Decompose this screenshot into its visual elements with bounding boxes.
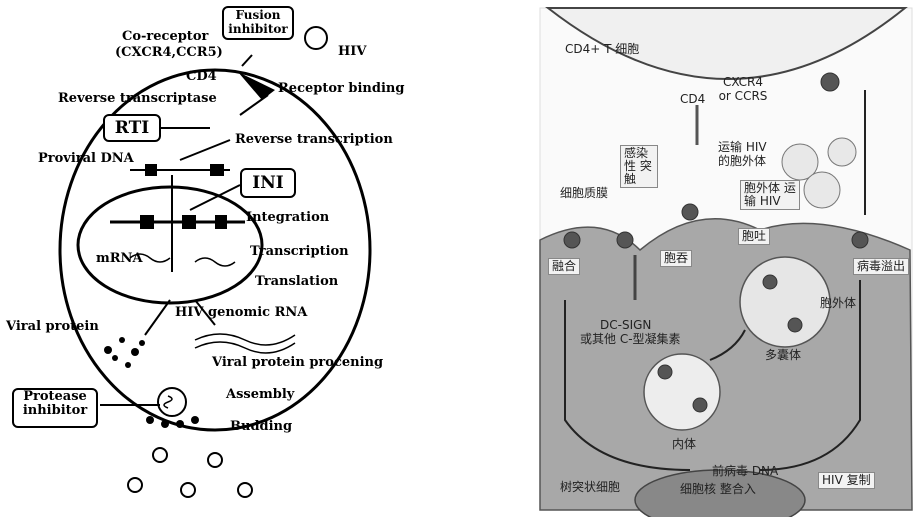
cell-membrane-label: 细胞质膜 — [560, 186, 609, 200]
transcription-label: Transcription — [250, 244, 349, 259]
ini-arrow — [189, 184, 241, 211]
rti-label: RTI — [114, 118, 150, 138]
transport-exosome-label: 运输 HIV 的胞外体 — [718, 140, 767, 168]
multivesicular-body-label: 多囊体 — [765, 348, 802, 362]
provirus-dna-label: 前病毒 DNA — [712, 464, 779, 478]
proviral-dna-label: Proviral DNA — [38, 151, 134, 166]
budding-label: Budding — [230, 419, 293, 434]
hiv-genomic-rna-label: HIV genomic RNA — [175, 305, 308, 320]
cd4-receptor — [238, 72, 275, 100]
mrna-label: mRNA — [96, 251, 143, 266]
co-receptor-types-label: (CXCR4,CCR5) — [115, 45, 223, 60]
ini-label: INI — [252, 173, 284, 193]
dendritic-cell-label: 树突状细胞 — [560, 480, 621, 494]
exosome-transport-label: 胞外体 运输 HIV — [740, 180, 800, 210]
translation-label: Translation — [255, 274, 339, 289]
integration-label: Integration — [246, 210, 330, 225]
exocytosis-label: 胞吐 — [738, 228, 771, 245]
receptor-binding-label: Receptor binding — [278, 81, 405, 96]
viral-protein-label: Viral protein — [6, 319, 99, 334]
cd4-label: CD4 — [186, 69, 217, 84]
phagocytosis-label: 胞吞 — [660, 250, 693, 267]
virus-overflow-label: 病毒溢出 — [853, 258, 910, 275]
assembly-label: Assembly — [226, 387, 295, 402]
hiv-replication-label: HIV 复制 — [818, 472, 875, 489]
hiv-label: HIV — [338, 44, 367, 59]
infectious-synapse-label: 感染性 突触 — [620, 145, 658, 188]
exosome-label: 胞外体 — [820, 296, 857, 310]
viral-protein-processing-label: Viral protein procening — [212, 355, 384, 370]
fusion-inhibitor-label: Fusion inhibitor — [228, 8, 288, 36]
right-cd4-label: CD4 — [680, 92, 706, 106]
nucleus-integration-label: 细胞核 整合入 — [680, 482, 756, 496]
protease-inhibitor-label: Protease inhibitor — [22, 389, 88, 418]
co-receptor-label: Co-receptor — [122, 29, 209, 44]
endosome-label: 内体 — [672, 437, 697, 451]
dc-sign-label: DC-SIGN — [600, 318, 652, 332]
fusion-arrow — [241, 54, 253, 67]
cxcr4-ccr5-label: CXCR4 or CCRS — [718, 75, 768, 103]
fusion-label: 融合 — [548, 258, 581, 275]
cd4-t-cell-label: CD4+ T 细胞 — [565, 42, 640, 56]
entry-arrow — [239, 94, 269, 116]
fusion-inhibitor-box: Fusion inhibitor — [222, 6, 294, 40]
rt-arrow — [179, 139, 231, 161]
host-cell-membrane — [58, 68, 372, 432]
reverse-transcriptase-label: Reverse transcriptase — [58, 91, 217, 106]
released-virions — [127, 447, 253, 498]
ini-box: INI — [240, 168, 296, 198]
rti-box: RTI — [103, 114, 161, 142]
c-type-lectin-label: 或其他 C-型凝集素 — [580, 332, 681, 346]
protease-inhibitor-box: Protease inhibitor — [12, 388, 98, 428]
reverse-transcription-label: Reverse transcription — [235, 132, 393, 147]
nucleus-outline — [76, 185, 264, 305]
